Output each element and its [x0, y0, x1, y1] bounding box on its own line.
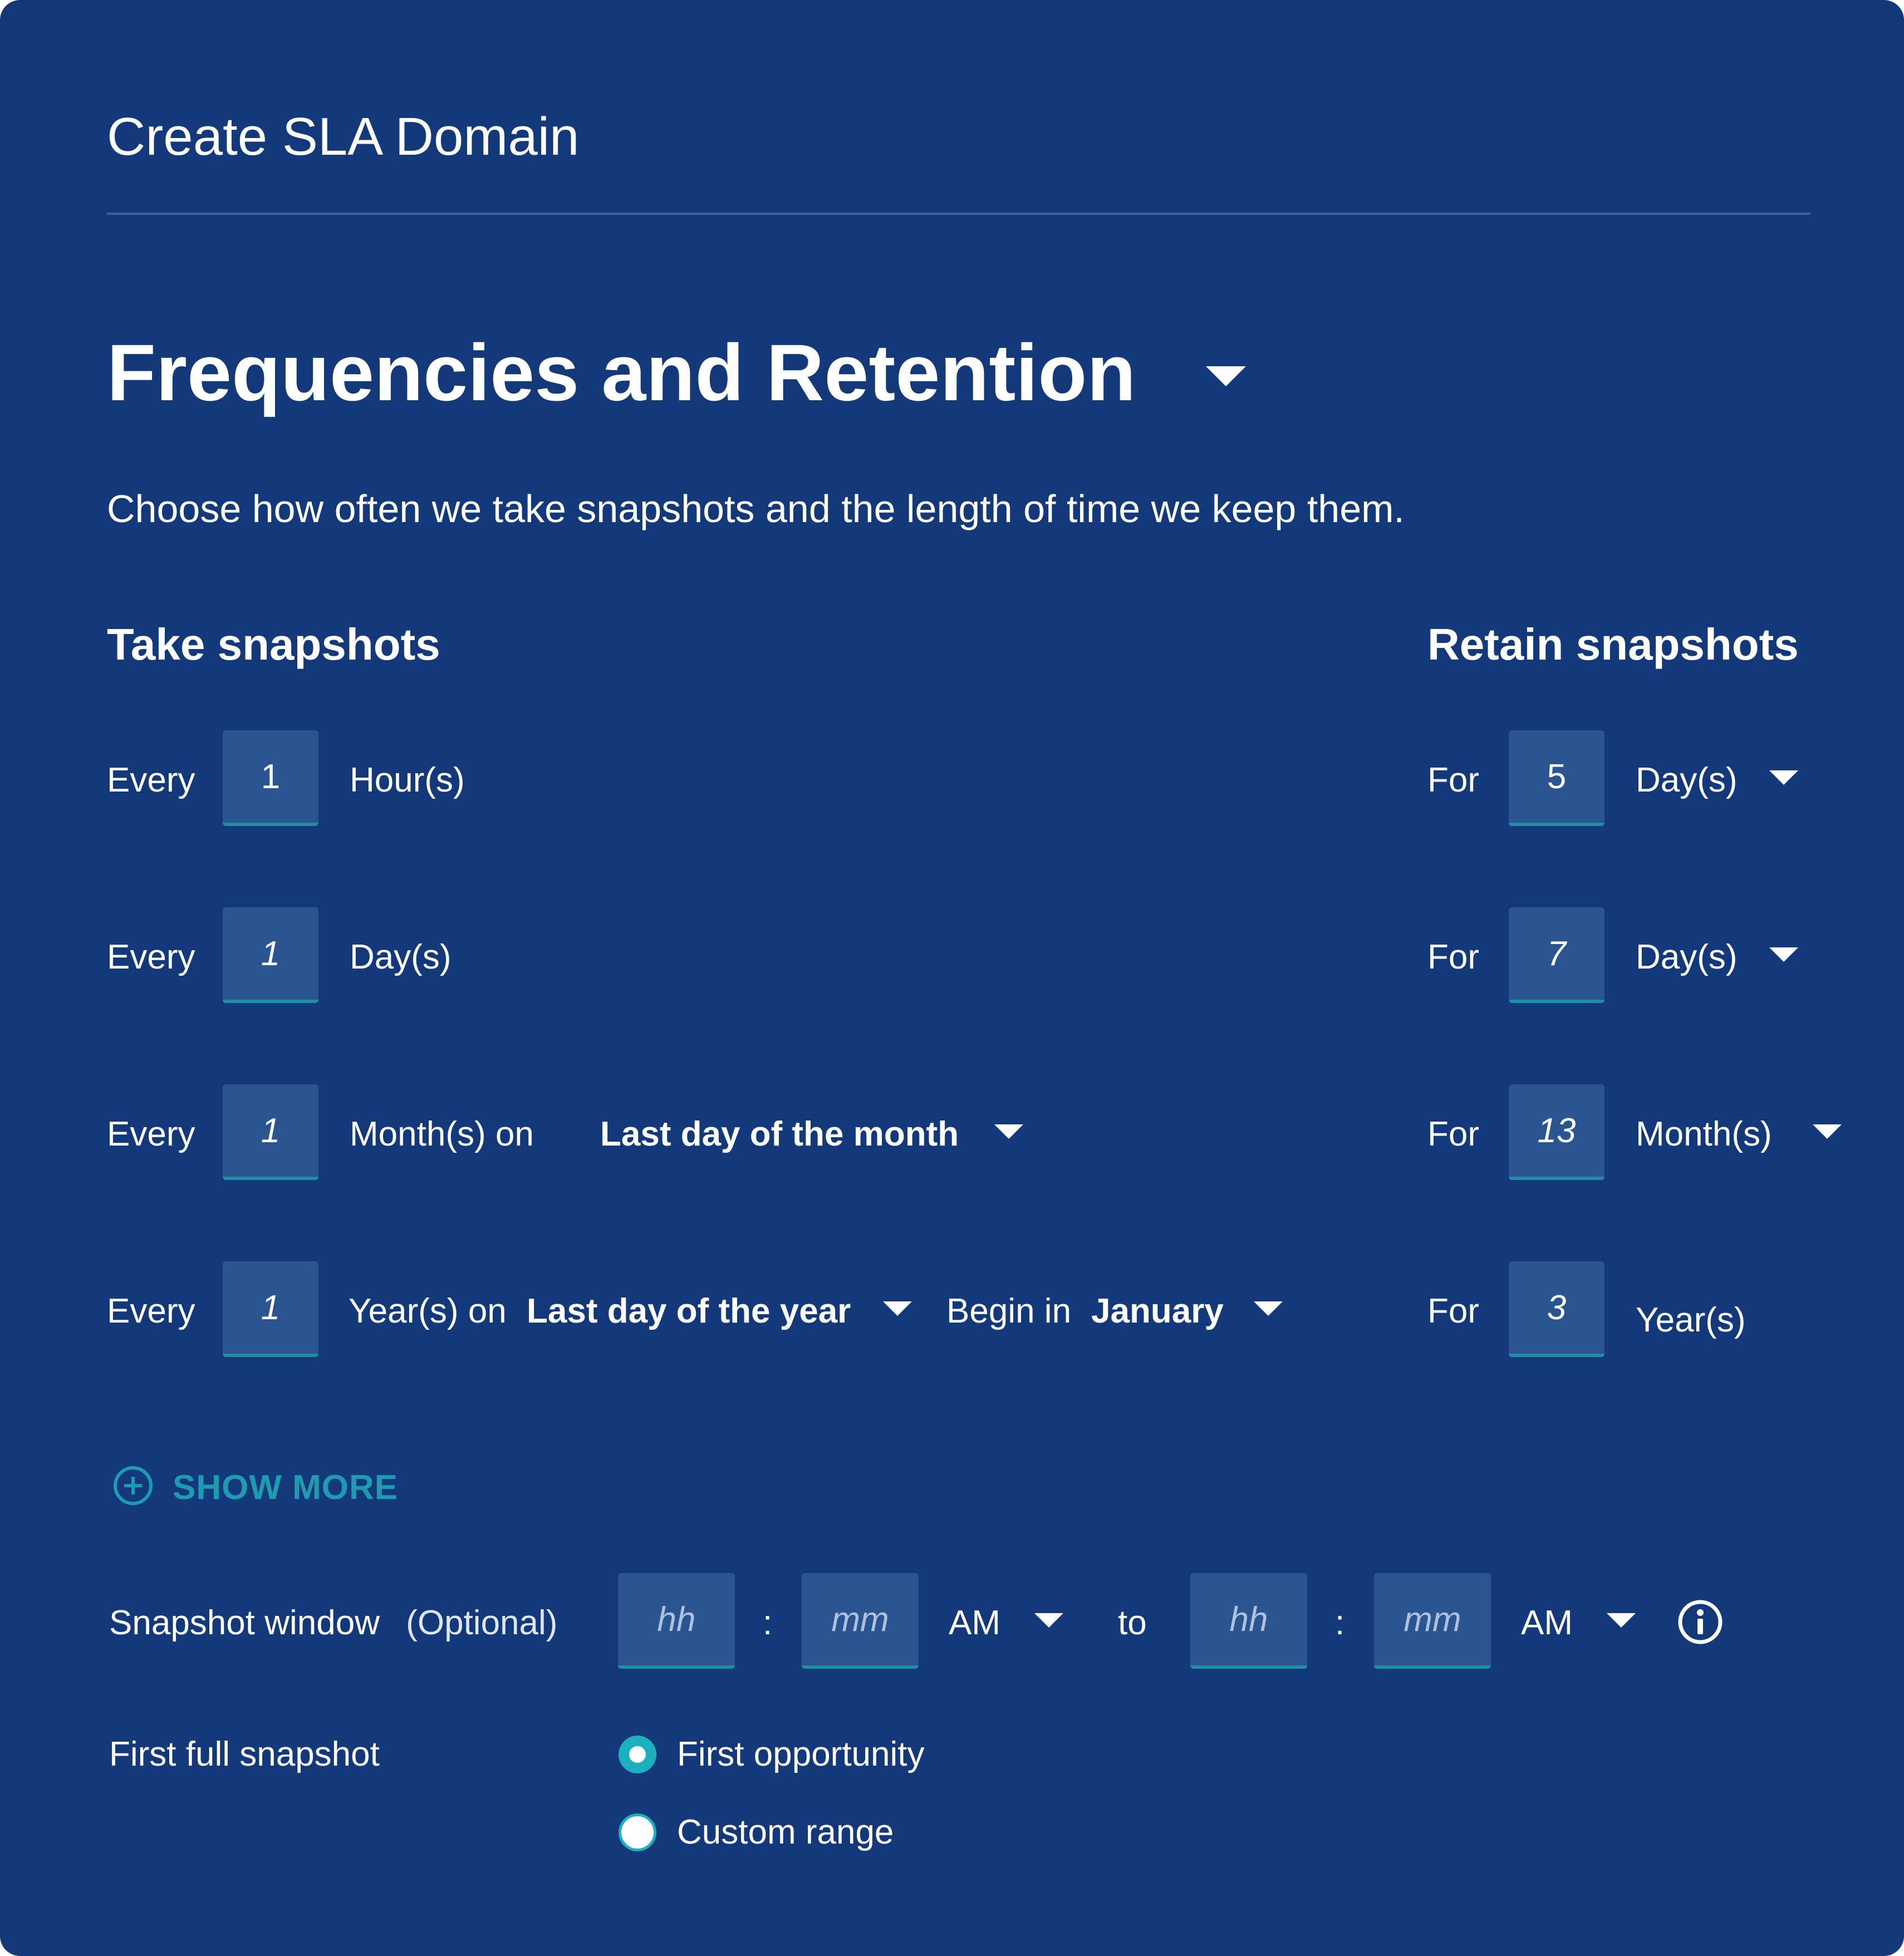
option-first-opportunity[interactable]: First opportunity	[677, 1735, 925, 1773]
time-separator: :	[1335, 1604, 1345, 1642]
plus-circle-icon[interactable]	[113, 1466, 153, 1506]
for-label: For	[1427, 1292, 1479, 1330]
show-more-button[interactable]: SHOW MORE	[173, 1468, 399, 1507]
monthly-retention-unit[interactable]: Month(s)	[1636, 1115, 1772, 1153]
window-start-hour-input[interactable]: hh	[618, 1573, 735, 1669]
hourly-frequency-input[interactable]: 1	[223, 730, 318, 826]
window-end-ampm-select[interactable]: AM	[1521, 1604, 1573, 1642]
daily-retention-unit[interactable]: Day(s)	[1636, 938, 1738, 976]
hourly-retention-unit-dropdown-icon[interactable]	[1769, 770, 1798, 785]
hourly-unit: Hour(s)	[350, 761, 465, 799]
yearly-unit: Year(s) on	[349, 1292, 507, 1330]
monthly-day-select[interactable]: Last day of the month	[600, 1115, 959, 1153]
yearly-month-dropdown-icon[interactable]	[1254, 1301, 1283, 1316]
window-start-ampm-select[interactable]: AM	[949, 1604, 1000, 1642]
daily-unit: Day(s)	[350, 938, 452, 976]
monthly-retention-unit-dropdown-icon[interactable]	[1813, 1124, 1842, 1139]
time-separator: :	[763, 1604, 773, 1642]
first-full-snapshot-label: First full snapshot	[109, 1735, 380, 1773]
to-label: to	[1118, 1604, 1147, 1642]
every-label: Every	[107, 1292, 195, 1330]
snapshot-window-text: Snapshot window	[109, 1604, 380, 1642]
section-collapse-caret-icon[interactable]	[1206, 366, 1246, 386]
info-icon[interactable]	[1677, 1599, 1723, 1645]
every-label: Every	[107, 938, 195, 976]
yearly-retention-unit: Year(s)	[1636, 1301, 1746, 1339]
daily-retention-unit-dropdown-icon[interactable]	[1769, 947, 1798, 962]
yearly-retention-input[interactable]: 3	[1509, 1261, 1604, 1357]
window-start-minute-input[interactable]: mm	[802, 1573, 919, 1669]
hourly-retention-input[interactable]: 5	[1509, 730, 1604, 826]
window-end-ampm-dropdown-icon[interactable]	[1607, 1613, 1636, 1628]
daily-retention-input[interactable]: 7	[1509, 907, 1604, 1003]
monthly-day-dropdown-icon[interactable]	[994, 1124, 1023, 1139]
begin-in-label: Begin in	[946, 1292, 1072, 1330]
for-label: For	[1427, 761, 1479, 799]
yearly-day-select[interactable]: Last day of the year	[527, 1292, 851, 1330]
section-title: Frequencies and Retention	[107, 328, 1136, 417]
monthly-frequency-input[interactable]: 1	[223, 1084, 318, 1180]
window-end-hour-input[interactable]: hh	[1190, 1573, 1307, 1669]
yearly-frequency-input[interactable]: 1	[223, 1261, 318, 1357]
title-divider	[107, 213, 1810, 215]
window-start-ampm-dropdown-icon[interactable]	[1034, 1613, 1063, 1628]
radio-first-opportunity[interactable]	[619, 1736, 656, 1773]
yearly-day-dropdown-icon[interactable]	[883, 1301, 912, 1316]
monthly-retention-input[interactable]: 13	[1509, 1084, 1604, 1180]
dialog-title: Create SLA Domain	[107, 107, 580, 166]
window-end-minute-input[interactable]: mm	[1374, 1573, 1491, 1669]
radio-custom-range[interactable]	[619, 1814, 656, 1851]
monthly-unit: Month(s) on	[350, 1115, 534, 1153]
retain-snapshots-heading: Retain snapshots	[1427, 620, 1799, 669]
section-description: Choose how often we take snapshots and t…	[107, 487, 1405, 530]
for-label: For	[1427, 1115, 1479, 1153]
every-label: Every	[107, 1115, 195, 1153]
for-label: For	[1427, 938, 1479, 976]
every-label: Every	[107, 761, 195, 799]
hourly-retention-unit[interactable]: Day(s)	[1636, 761, 1738, 799]
yearly-month-select[interactable]: January	[1091, 1292, 1224, 1330]
optional-tag: (Optional)	[406, 1604, 558, 1642]
daily-frequency-input[interactable]: 1	[223, 907, 318, 1003]
take-snapshots-heading: Take snapshots	[107, 620, 440, 669]
snapshot-window-label: Snapshot window (Optional)	[109, 1601, 557, 1645]
option-custom-range[interactable]: Custom range	[677, 1813, 894, 1851]
